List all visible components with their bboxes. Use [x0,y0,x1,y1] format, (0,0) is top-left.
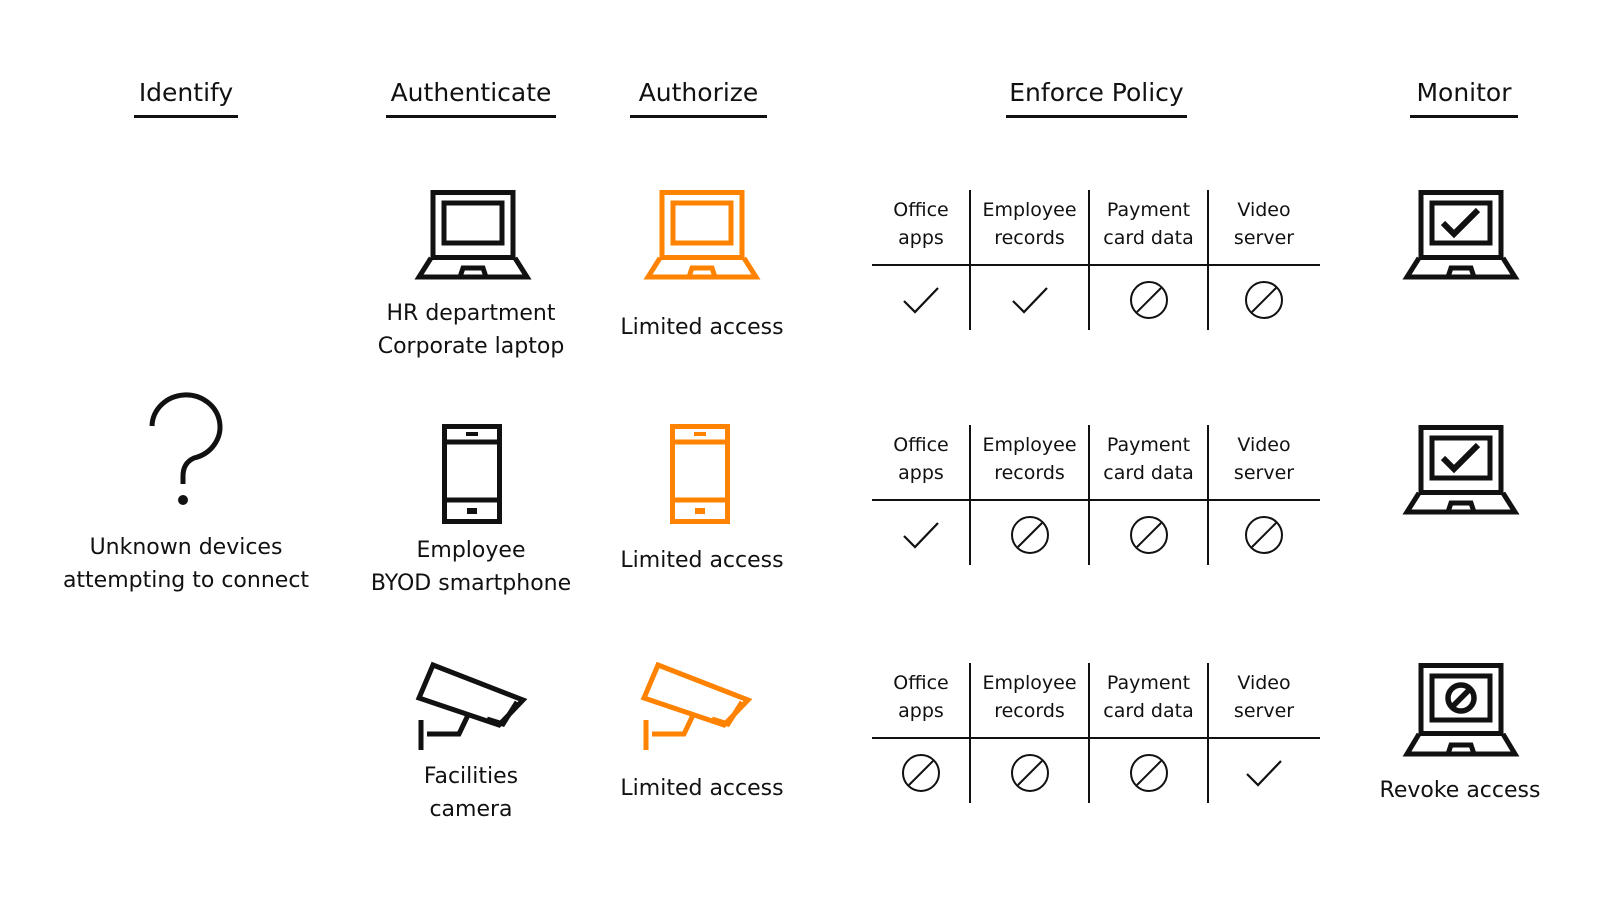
question-mark-icon [146,392,226,507]
authorize-label-row2: Limited access [620,548,784,573]
monitor-label-row3: Revoke access [1379,778,1541,803]
blocked-icon [901,753,941,793]
policy-column-divider [1088,425,1090,565]
security-camera-icon [415,661,529,754]
laptop-blocked-icon [1402,663,1520,759]
blocked-icon [1010,515,1050,555]
security-camera-icon [640,661,754,754]
policy-header-divider [872,264,1320,266]
policy-header-divider [872,499,1320,501]
smartphone-icon [670,424,730,524]
stage-header-monitor: Monitor [1410,76,1518,118]
stage-header-enforce-policy: Enforce Policy [1006,76,1187,118]
blocked-icon [1129,753,1169,793]
stage-header-authenticate: Authenticate [386,76,556,118]
blocked-icon [1129,515,1169,555]
authenticate-label-row1: HR department Corporate laptop [377,301,565,359]
policy-header-divider [872,737,1320,739]
policy-column-divider [1088,663,1090,803]
laptop-check-icon [1402,190,1520,282]
policy-column-divider [1207,425,1209,565]
authorize-label-row1: Limited access [620,315,784,340]
identify-label: Unknown devices attempting to connect [62,535,310,593]
laptop-check-icon [1402,425,1520,517]
blocked-icon [1244,280,1284,320]
policy-column-divider [1207,663,1209,803]
authorize-label-row3: Limited access [620,776,784,801]
authenticate-label-row2: Employee BYOD smartphone [370,538,572,596]
blocked-icon [1010,753,1050,793]
blocked-icon [1244,515,1284,555]
authenticate-label-row3: Facilities camera [423,764,519,822]
policy-column-divider [969,190,971,330]
policy-column-divider [1088,190,1090,330]
policy-column-divider [969,425,971,565]
checkmark-icon [1244,753,1284,793]
policy-column-divider [969,663,971,803]
blocked-icon [1129,280,1169,320]
laptop-icon [414,190,532,282]
checkmark-icon [1010,280,1050,320]
laptop-icon [643,190,761,282]
smartphone-icon [442,424,502,524]
checkmark-icon [901,515,941,555]
stage-header-identify: Identify [134,76,238,118]
stage-header-authorize: Authorize [630,76,767,118]
policy-column-divider [1207,190,1209,330]
checkmark-icon [901,280,941,320]
